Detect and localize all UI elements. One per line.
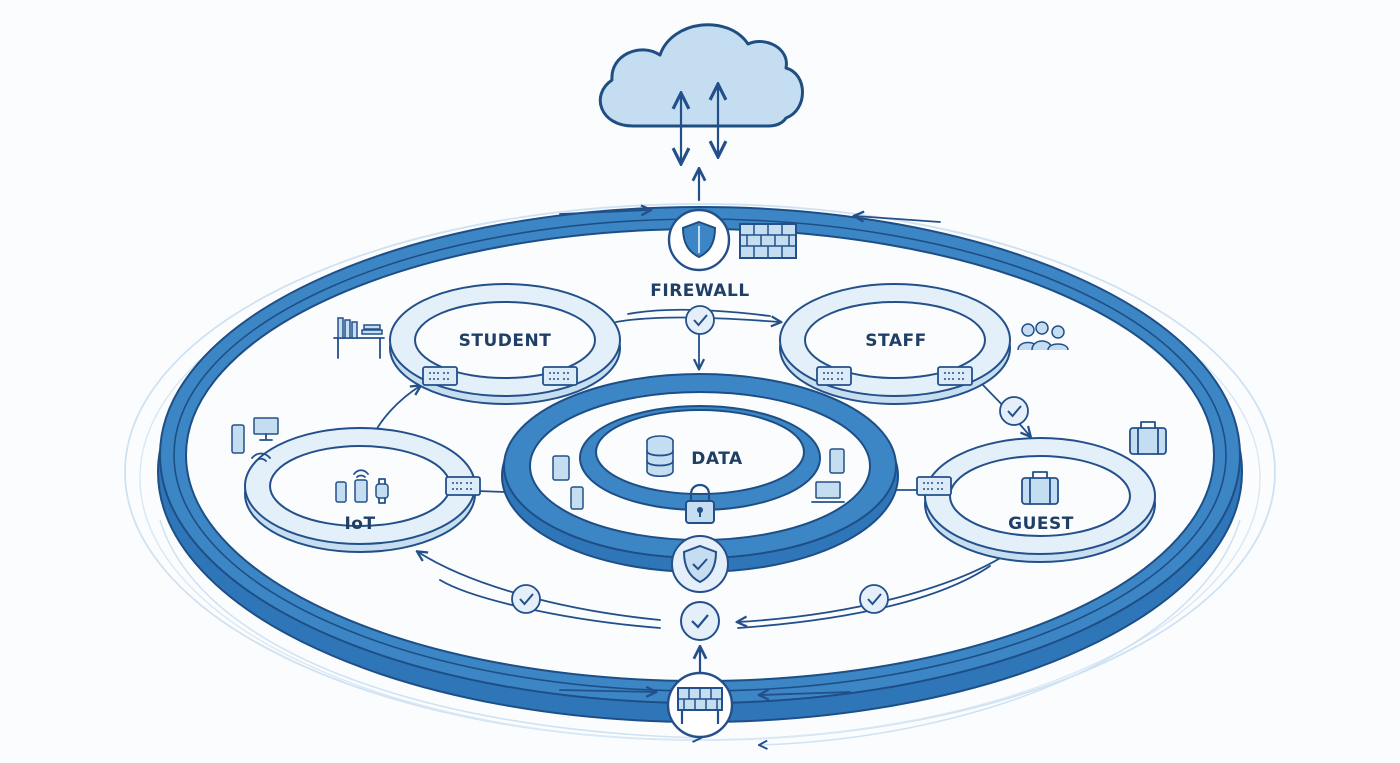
security-check-node: [671, 535, 729, 641]
monitor-icon: [253, 417, 279, 435]
shield-icon: [681, 220, 717, 259]
barrier-icon: [677, 687, 723, 724]
bookshelf-desk-icon: [333, 317, 385, 359]
shield-icon: [682, 544, 718, 584]
student-segment: STUDENT: [389, 283, 621, 405]
network-switch-icon: [542, 366, 578, 386]
phone-icon: [231, 424, 245, 454]
student-label: STUDENT: [459, 331, 552, 351]
phone-icon: [829, 448, 845, 474]
check-icon: [999, 396, 1029, 426]
padlock-icon: [685, 483, 715, 524]
wifi-icon: [251, 452, 271, 462]
check-icon: [680, 601, 720, 641]
network-switch-icon: [816, 366, 852, 386]
suitcase-icon: [1129, 421, 1167, 455]
phone-icon: [335, 481, 347, 503]
network-switch-icon: [445, 476, 481, 496]
laptop-icon: [811, 481, 845, 503]
network-switch-icon: [422, 366, 458, 386]
tablet-icon: [552, 455, 570, 481]
suitcase-icon: [1021, 471, 1059, 505]
watch-icon: [375, 478, 389, 504]
wifi-icon: [353, 469, 369, 503]
phone-icon: [570, 486, 584, 510]
brick-wall-icon: [739, 223, 797, 259]
database-icon: [646, 435, 674, 478]
check-icon: [859, 584, 889, 614]
iot-label: IoT: [344, 514, 375, 534]
staff-label: STAFF: [865, 331, 926, 351]
check-icon: [511, 584, 541, 614]
bottom-barrier-node: [666, 648, 734, 739]
external-devices: [231, 417, 279, 462]
guest-segment: GUEST: [916, 437, 1156, 563]
cloud-icon: [598, 23, 804, 162]
iot-segment: IoT: [244, 427, 481, 553]
staff-segment: STAFF: [779, 283, 1011, 405]
staff-people-icon: [1017, 321, 1069, 351]
data-label: DATA: [691, 449, 743, 469]
network-switch-icon: [937, 366, 973, 386]
guest-label: GUEST: [1008, 514, 1074, 534]
firewall-node: FIREWALL: [650, 170, 797, 301]
data-segment: DATA: [501, 373, 899, 573]
firewall-label: FIREWALL: [650, 281, 749, 301]
check-icon: [685, 305, 715, 335]
network-switch-icon: [916, 476, 952, 496]
